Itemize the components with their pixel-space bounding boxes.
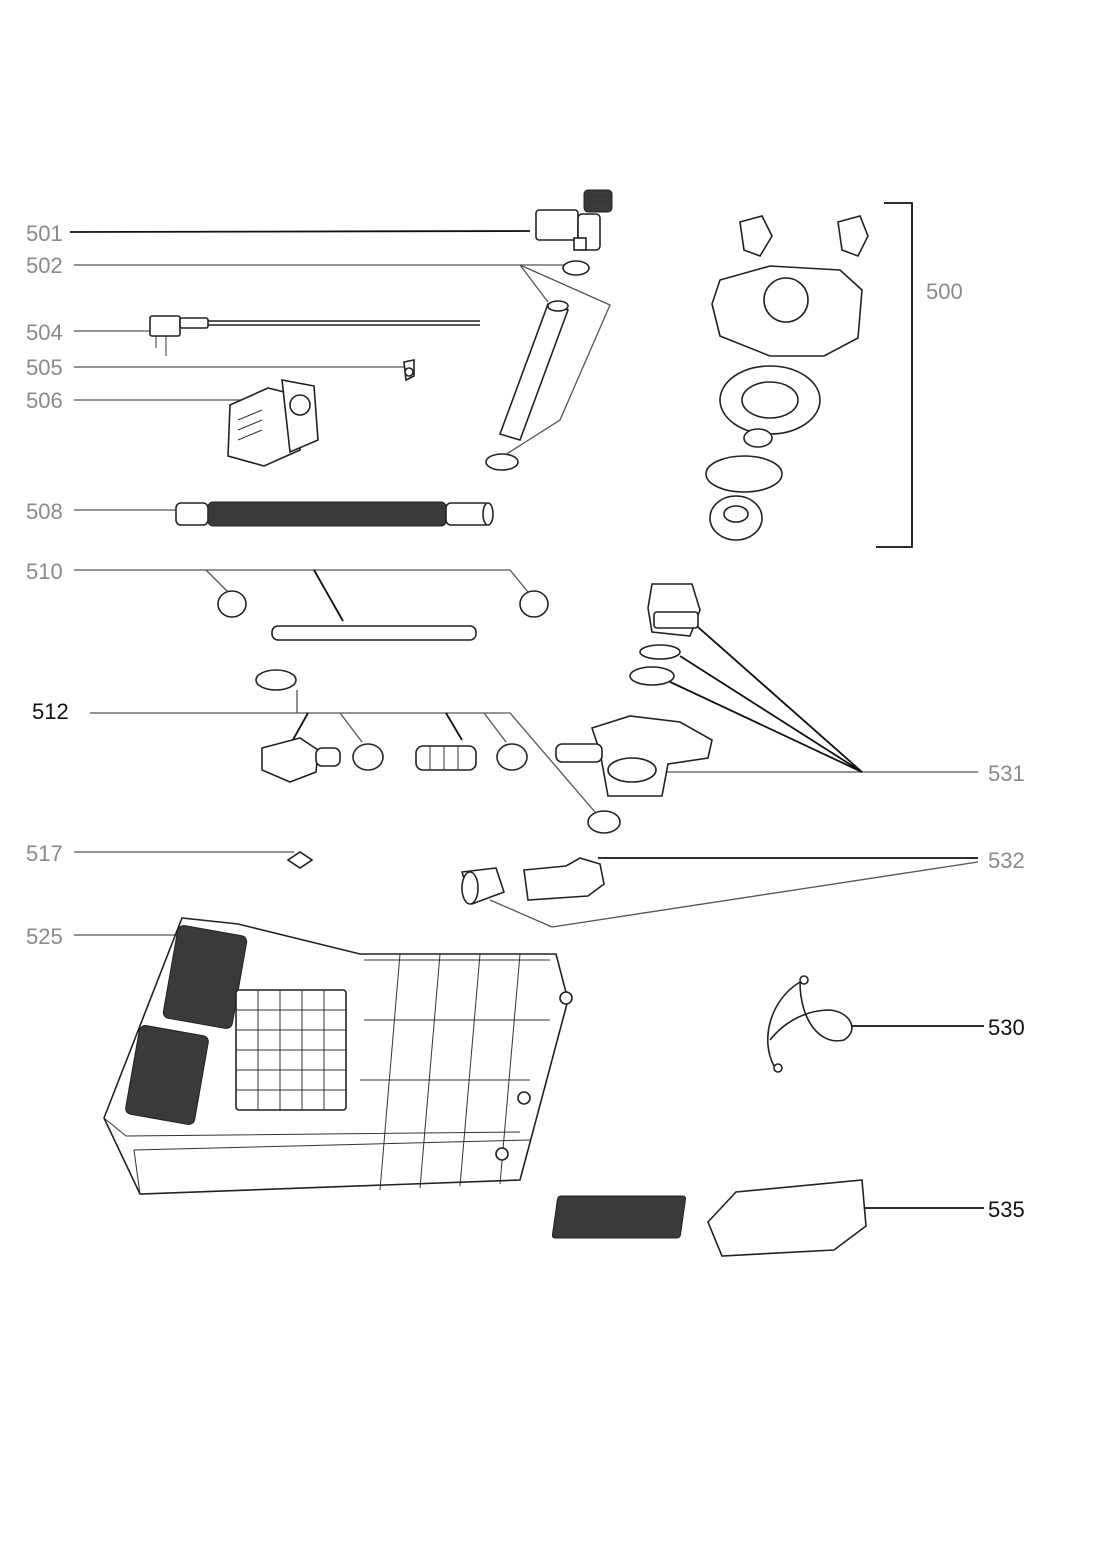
part-525-basket	[103, 917, 573, 1195]
label-535: 535	[988, 1197, 1025, 1222]
leader-532-b	[551, 861, 979, 928]
leader-512-d	[483, 712, 507, 743]
label-504: 504	[26, 320, 63, 345]
leader-532-c	[489, 899, 553, 928]
label-501: 501	[26, 221, 63, 246]
leader-531-b	[679, 655, 863, 773]
part-510-tube-clamps	[217, 590, 549, 641]
label-505: 505	[26, 355, 63, 380]
leader-502-top	[74, 264, 549, 303]
label-502: 502	[26, 253, 63, 278]
leader-531-a	[689, 619, 863, 773]
label-508: 508	[26, 499, 63, 524]
part-504-cable	[149, 315, 480, 356]
label-531: 531	[988, 761, 1025, 786]
leader-510-left	[205, 569, 229, 593]
label-512: 512	[32, 699, 69, 724]
part-531-sump	[555, 583, 713, 797]
part-501-inlet-valve	[535, 189, 613, 251]
part-505-clip	[403, 359, 415, 382]
leader-512-c	[445, 712, 463, 741]
part-517-float	[286, 851, 314, 869]
part-512-connectors	[255, 669, 621, 834]
label-506: 506	[26, 388, 63, 413]
leader-lines	[69, 202, 984, 1209]
part-500-motor-assembly	[705, 215, 869, 541]
label-500: 500	[926, 279, 963, 304]
leader-512-b	[339, 712, 363, 743]
part-508-drain-hose	[175, 501, 494, 527]
leader-531-c	[665, 679, 863, 773]
leader-512-main	[90, 712, 596, 813]
part-532-elbow	[460, 857, 605, 906]
part-535-cutlery-basket	[551, 1179, 867, 1257]
part-506-drain-pump	[227, 379, 319, 467]
bracket-500	[876, 202, 913, 548]
label-532: 532	[988, 848, 1025, 873]
leader-502-bottom	[504, 264, 611, 456]
part-530-hose-loop	[767, 975, 853, 1073]
leader-510-right	[74, 569, 529, 593]
leader-501	[69, 230, 531, 233]
label-510: 510	[26, 559, 63, 584]
label-530: 530	[988, 1015, 1025, 1040]
part-502-hose	[485, 260, 590, 471]
label-517: 517	[26, 841, 63, 866]
leader-510-tube	[313, 569, 344, 622]
label-525: 525	[26, 924, 63, 949]
